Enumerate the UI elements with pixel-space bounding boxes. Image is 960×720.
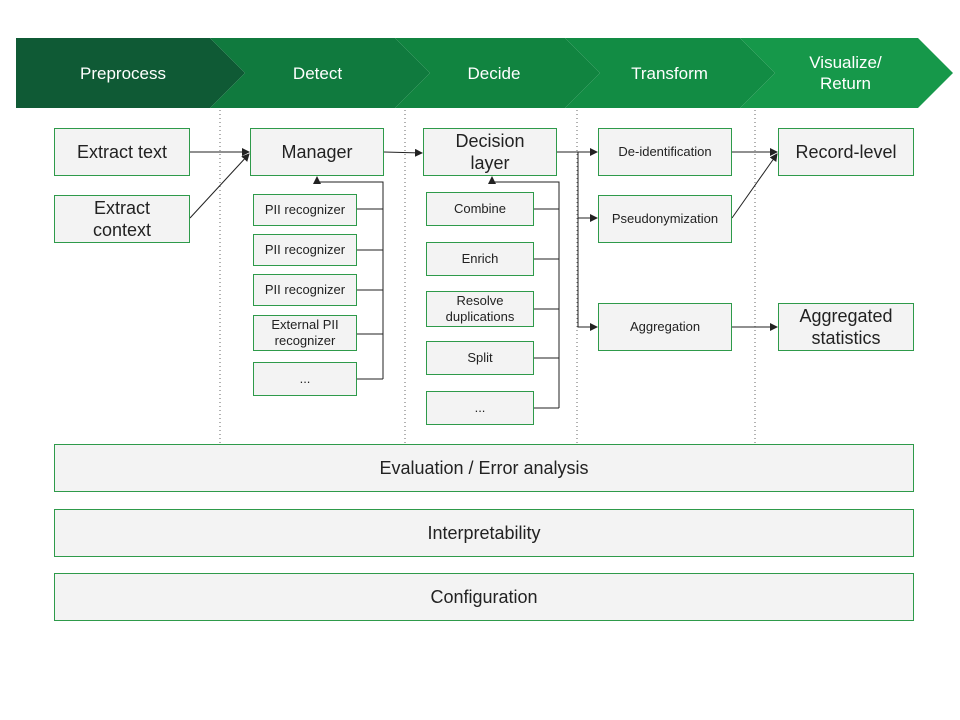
pseudonymization-box: Pseudonymization [598, 195, 732, 243]
stage-transform-chevron [565, 38, 775, 108]
resolve-duplications-box: Resolve duplications [426, 291, 534, 327]
stage-banner [16, 38, 953, 108]
decision-layer-box: Decision layer [423, 128, 557, 176]
more-steps-box: ... [426, 391, 534, 425]
pii-recognizer-box: PII recognizer [253, 274, 357, 306]
extract-context-box: Extract context [54, 195, 190, 243]
deidentification-box: De-identification [598, 128, 732, 176]
more-recognizers-box: ... [253, 362, 357, 396]
stage-label-preprocess: Preprocess [80, 63, 166, 83]
enrich-box: Enrich [426, 242, 534, 276]
aggregation-box: Aggregation [598, 303, 732, 351]
split-box: Split [426, 341, 534, 375]
pii-recognizer-box: PII recognizer [253, 234, 357, 266]
manager-box: Manager [250, 128, 384, 176]
aggregated-statistics-box: Aggregated statistics [778, 303, 914, 351]
stage-label-detect: Detect [292, 63, 343, 83]
stage-detect-chevron [210, 38, 430, 108]
stage-preprocess-chevron [16, 38, 245, 108]
record-level-box: Record-level [778, 128, 914, 176]
configuration-bar: Configuration [54, 573, 914, 621]
interpretability-bar: Interpretability [54, 509, 914, 557]
external-pii-recognizer-box: External PII recognizer [253, 315, 357, 351]
evaluation-bar: Evaluation / Error analysis [54, 444, 914, 492]
stage-label-visualize: Visualize/ Return [809, 53, 882, 93]
stage-decide-chevron [395, 38, 600, 108]
extract-text-box: Extract text [54, 128, 190, 176]
stage-label-transform: Transform [631, 63, 708, 83]
combine-box: Combine [426, 192, 534, 226]
stage-visualize-chevron [740, 38, 953, 108]
pii-recognizer-box: PII recognizer [253, 194, 357, 226]
stage-label-decide: Decide [467, 63, 521, 83]
